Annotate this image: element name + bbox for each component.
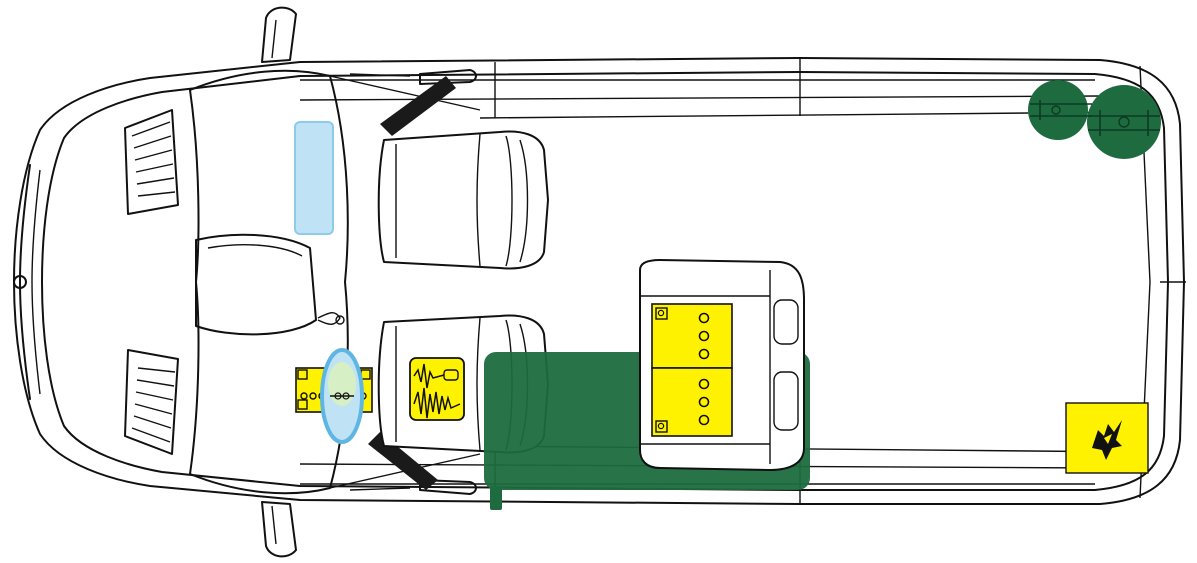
door-steps <box>349 69 477 495</box>
rear-spark-box <box>1065 402 1149 474</box>
vent-bottom-icon <box>124 349 179 455</box>
floor-battery-tab <box>490 486 502 510</box>
rear-green-circles <box>1028 80 1161 159</box>
cabin-blue-panel <box>294 121 334 235</box>
mirror-top <box>261 6 297 63</box>
battery-cover-oval <box>320 348 364 444</box>
front-seat-driver <box>377 130 549 270</box>
seatbelt-top-icon <box>380 76 456 136</box>
mirror-bottom <box>261 501 297 558</box>
front-end <box>13 69 481 495</box>
vent-top-icon <box>124 109 179 215</box>
spark-warning-icon <box>1092 420 1122 460</box>
emblem-icon <box>13 275 27 289</box>
control-unit-waveform <box>409 357 465 421</box>
seat-base-fuse-boxes <box>651 303 733 437</box>
